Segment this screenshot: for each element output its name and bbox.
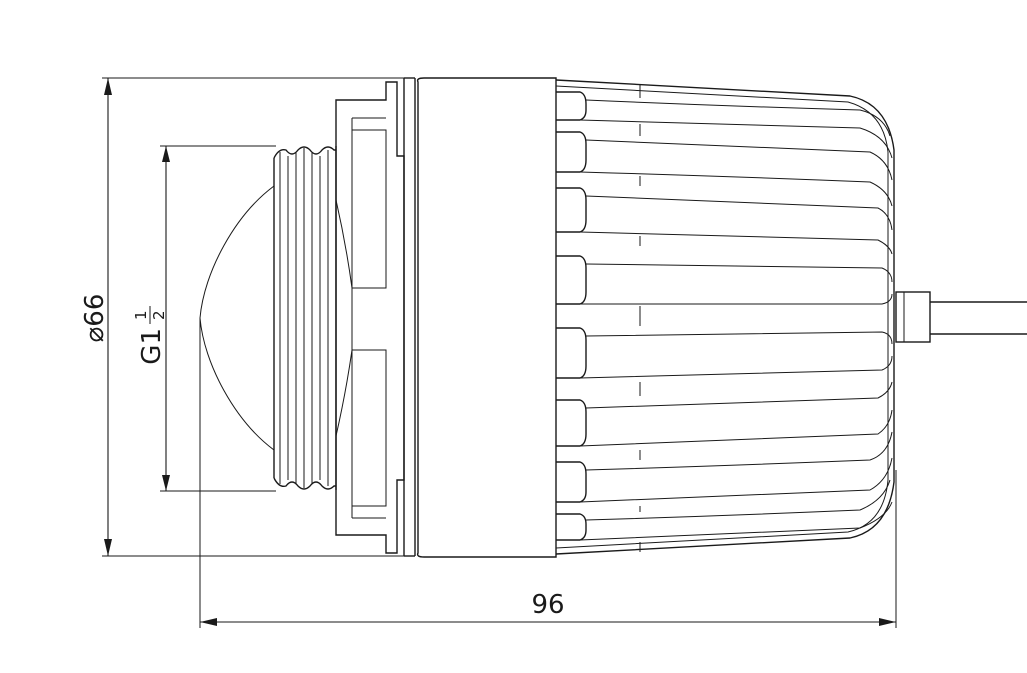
thread-label: G1: [137, 328, 167, 365]
mounting-flange: [335, 77, 416, 557]
thread-section: [273, 146, 337, 490]
ribs: [556, 84, 893, 552]
diameter-label: ⌀66: [80, 294, 110, 343]
length-dimension: 96: [199, 318, 897, 628]
sensor-dome: [199, 185, 275, 451]
head-body: [416, 77, 895, 558]
thread-fraction-denominator: 2: [150, 310, 168, 320]
thread-fraction-numerator: 1: [132, 310, 150, 320]
thread-dimension: G1 1 2: [132, 145, 276, 492]
length-label: 96: [531, 590, 564, 620]
capillary-outlet: [895, 291, 1027, 343]
diameter-dimension: ⌀66: [80, 77, 415, 557]
